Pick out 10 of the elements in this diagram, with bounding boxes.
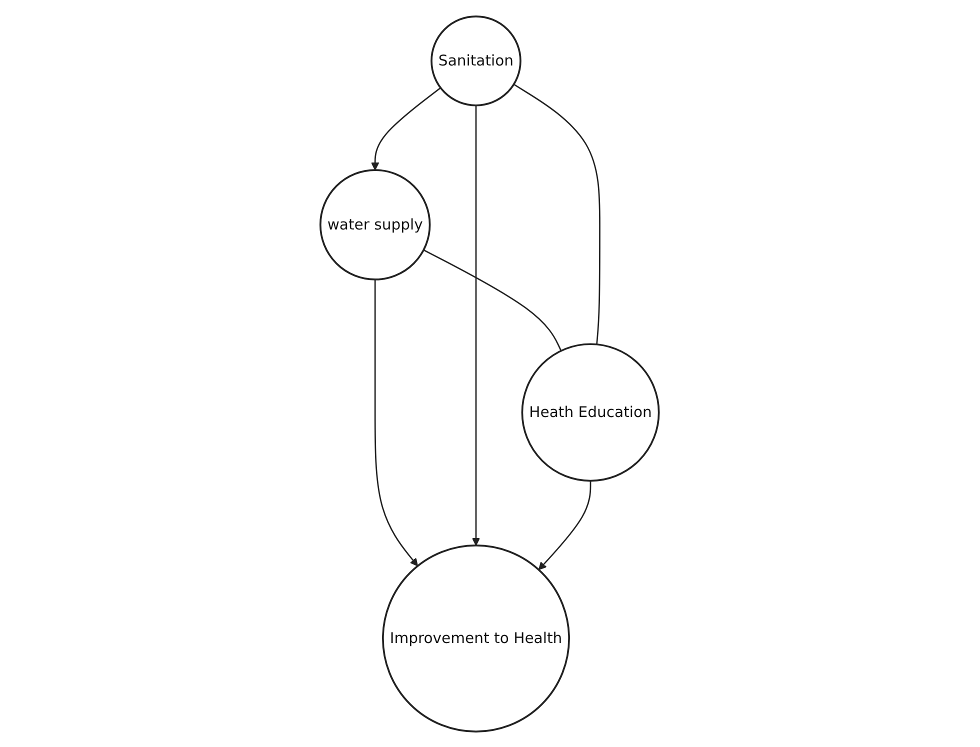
connector [424, 248, 562, 351]
connector [514, 83, 601, 344]
node-circle: water supply [320, 168, 432, 280]
node-circle: Heath Education [522, 342, 660, 482]
arrow [538, 480, 592, 570]
arrow [472, 104, 480, 546]
arrow [374, 278, 418, 566]
node-circle: Improvement to Health [382, 544, 570, 732]
arrow [371, 86, 442, 170]
node-circle: Sanitation [430, 14, 522, 106]
